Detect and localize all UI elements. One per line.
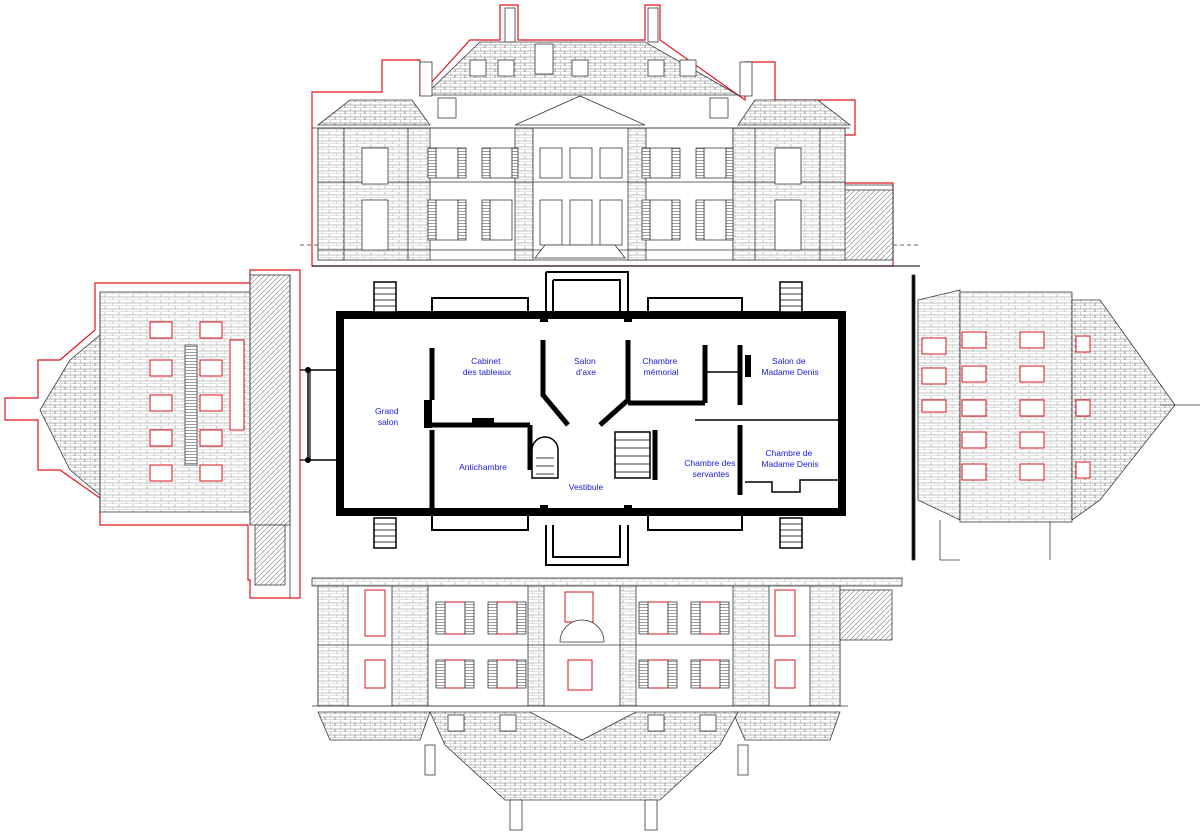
elevation-west-outline	[4, 269, 301, 599]
room-label-chambre-de-madame-denis: Chambre de Madame Denis	[761, 448, 818, 469]
plan-outer-walls	[336, 311, 846, 516]
room-label-vestibule: Vestibule	[569, 482, 604, 492]
room-label-cabinet-des-tableaux: Cabinet des tableaux	[463, 356, 512, 377]
room-label-chambre-memorial: Chambre mémorial	[642, 356, 679, 377]
room-label-antichambre: Antichambre	[459, 462, 507, 472]
floor-plan: Grand salon Cabinet des tableaux Salon d…	[305, 271, 846, 566]
elevation-south	[311, 577, 903, 831]
room-label-salon-de-madame-denis: Salon de Madame Denis	[761, 356, 818, 377]
room-label-grand-salon: Grand salon	[375, 406, 401, 427]
elevation-east	[911, 274, 1200, 561]
room-label-salon-d-axe: Salon d'axe	[574, 356, 598, 377]
room-label-chambre-des-servantes: Chambre des servantes	[684, 458, 737, 479]
elevation-west	[4, 269, 311, 599]
plan-interior-walls	[429, 340, 743, 512]
elevation-north	[300, 4, 920, 267]
